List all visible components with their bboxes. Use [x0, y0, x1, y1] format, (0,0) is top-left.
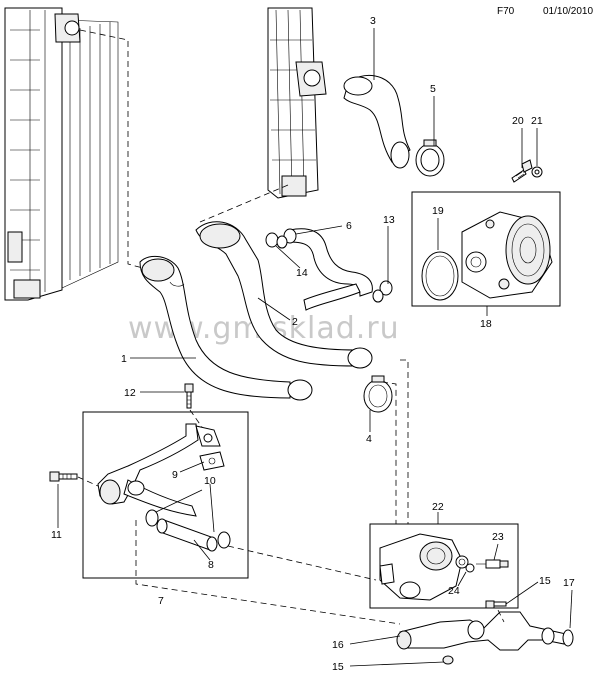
callout-3: 3	[370, 15, 376, 27]
pipe-assembly-7	[97, 423, 221, 517]
leader-dash-hose8-pump	[227, 545, 377, 581]
leader-lines	[57, 28, 573, 667]
callout-24: 24	[448, 585, 460, 597]
hose-8	[156, 518, 218, 552]
callout-23: 23	[492, 531, 504, 543]
water-pump-19	[421, 211, 553, 301]
callout-17: 17	[563, 577, 575, 589]
radiator-center	[267, 7, 327, 199]
leader-dash-clamp4	[381, 381, 397, 524]
pipe-16	[396, 611, 567, 665]
callout-7: 7	[158, 595, 164, 607]
callout-21: 21	[531, 115, 543, 127]
callout-15-lower: 15	[332, 661, 344, 673]
gasket-9	[199, 451, 225, 471]
leader-dash-box7-pipe16	[135, 520, 401, 625]
bolt-20	[511, 159, 533, 183]
callout-22: 22	[432, 501, 444, 513]
bolt-11	[49, 471, 78, 482]
callout-15-upper: 15	[539, 575, 551, 587]
hose-1	[139, 221, 373, 401]
clamp-10	[145, 509, 231, 549]
leader-dash-bolt12	[189, 409, 205, 431]
bolt-15-upper	[485, 600, 507, 609]
leader-dash-radiator-hose2	[199, 184, 289, 223]
callout-12: 12	[124, 387, 136, 399]
washer-21	[531, 166, 543, 178]
clamp-14	[265, 232, 288, 249]
callout-13: 13	[383, 214, 395, 226]
callout-5: 5	[430, 83, 436, 95]
thermostat-housing-22	[379, 533, 469, 601]
callout-9: 9	[172, 469, 178, 481]
leader-dash-hose1-pump	[400, 359, 409, 524]
callout-16: 16	[332, 639, 344, 651]
page-code: F70	[497, 6, 515, 17]
callout-8: 8	[208, 559, 214, 571]
bolt-12	[184, 383, 194, 409]
callout-20: 20	[512, 115, 524, 127]
callout-19: 19	[432, 205, 444, 217]
hose-3	[343, 75, 411, 169]
callout-6: 6	[346, 220, 352, 232]
leader-dash-radiator-hose1	[79, 29, 151, 271]
callout-1: 1	[121, 353, 127, 365]
leader-dash-bolt15	[497, 609, 505, 623]
callout-11: 11	[51, 529, 62, 541]
clamp-13	[372, 280, 393, 303]
seal-24	[465, 563, 475, 573]
callout-14: 14	[296, 267, 308, 279]
sensor-23	[476, 559, 509, 569]
clamp-4	[363, 375, 393, 413]
box-18-water-pump	[411, 191, 561, 307]
callout-18: 18	[480, 318, 492, 330]
callout-2: 2	[292, 316, 298, 328]
box-7-pipe-assembly	[82, 411, 249, 579]
page-date: 01/10/2010	[543, 6, 593, 17]
callout-4: 4	[366, 433, 372, 445]
callout-10: 10	[204, 475, 216, 487]
callout-numbers: 3 5 20 21 19 6 13 14 18 2 1 12 4 9 10 8 …	[51, 15, 575, 673]
clamp-5	[415, 139, 445, 177]
radiator-left	[4, 7, 119, 301]
leader-dash-bolt11	[77, 476, 99, 487]
ring-17	[562, 629, 574, 647]
box-22-thermostat-housing	[369, 523, 519, 609]
